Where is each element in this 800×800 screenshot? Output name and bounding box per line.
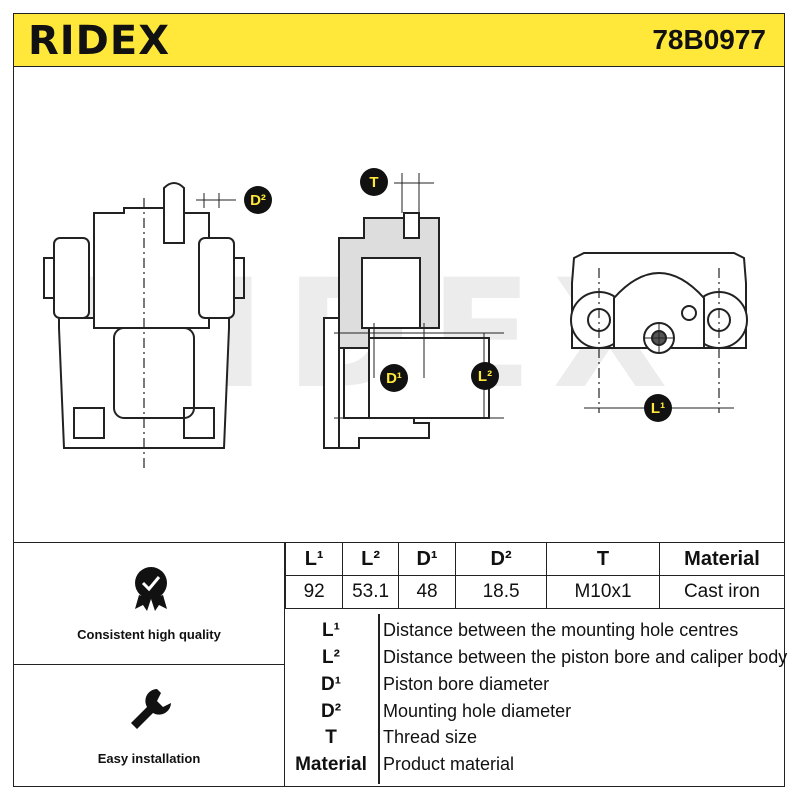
install-label: Easy installation	[97, 751, 201, 766]
label-t: T	[360, 168, 388, 196]
wrench-icon	[131, 689, 171, 729]
legend-row: T Thread size	[285, 727, 785, 753]
legend-key: Material	[295, 754, 367, 775]
ridex-logo: RIDEX	[28, 18, 171, 64]
specs-value-row: 92 53.1 48 18.5 M10x1 Cast iron	[284, 575, 786, 609]
label-l2: L²	[471, 362, 499, 390]
header-material: Material	[658, 542, 786, 576]
header-bar: RIDEX 78B0977	[13, 13, 785, 67]
legend-key: L²	[322, 647, 340, 668]
legend-desc: Distance between the mounting hole centr…	[383, 620, 739, 640]
quality-label: Consistent high quality	[77, 627, 221, 642]
legend-key: L¹	[322, 620, 340, 641]
legend-row: L² Distance between the piston bore and …	[285, 647, 788, 673]
label-d1: D¹	[380, 364, 408, 392]
label-l1: L¹	[644, 394, 672, 422]
part-number: 78B0977	[652, 24, 766, 55]
technical-drawing: RIDEX	[14, 68, 784, 542]
value-t: M10x1	[546, 575, 660, 609]
caliper-drawing	[43, 173, 748, 468]
legend-divider	[378, 614, 380, 784]
legend: L¹ Distance between the mounting hole ce…	[285, 608, 788, 787]
legend-desc: Product material	[383, 754, 515, 774]
badge-check-icon	[135, 567, 167, 611]
legend-desc: Distance between the piston bore and cal…	[383, 647, 788, 667]
value-material: Cast iron	[658, 575, 786, 609]
caliper-section-view	[323, 173, 504, 449]
bottom-section: Consistent high quality Easy installatio…	[13, 542, 788, 787]
legend-key: D²	[320, 701, 342, 722]
legend-row: D¹ Piston bore diameter	[285, 674, 785, 700]
legend-row: D² Mounting hole diameter	[285, 701, 785, 727]
caliper-back-view	[570, 252, 748, 413]
header-l1: L¹	[284, 542, 344, 576]
install-feature: Easy installation	[13, 665, 285, 788]
features-panel: Consistent high quality Easy installatio…	[13, 542, 285, 787]
header-t: T	[546, 542, 660, 576]
value-d1: 48	[397, 575, 457, 609]
legend-row: Material Product material	[285, 754, 785, 780]
caliper-front-view	[43, 182, 245, 468]
legend-desc: Thread size	[383, 727, 478, 747]
label-d2: D²	[244, 186, 272, 214]
legend-desc: Piston bore diameter	[383, 674, 550, 694]
header-d2: D²	[455, 542, 548, 576]
value-l2: 53.1	[342, 575, 399, 609]
legend-desc: Mounting hole diameter	[383, 701, 572, 721]
quality-feature: Consistent high quality	[13, 543, 285, 665]
specs-table: L¹ L² D¹ D² T Material 92 53.1 48 18.5 M…	[284, 542, 786, 609]
value-d2: 18.5	[455, 575, 548, 609]
header-d1: D¹	[397, 542, 457, 576]
legend-key: D¹	[320, 674, 342, 695]
legend-row: L¹ Distance between the mounting hole ce…	[285, 620, 785, 646]
value-l1: 92	[284, 575, 344, 609]
specs-header-row: L¹ L² D¹ D² T Material	[284, 542, 786, 576]
header-l2: L²	[342, 542, 399, 576]
legend-key: T	[325, 727, 337, 748]
